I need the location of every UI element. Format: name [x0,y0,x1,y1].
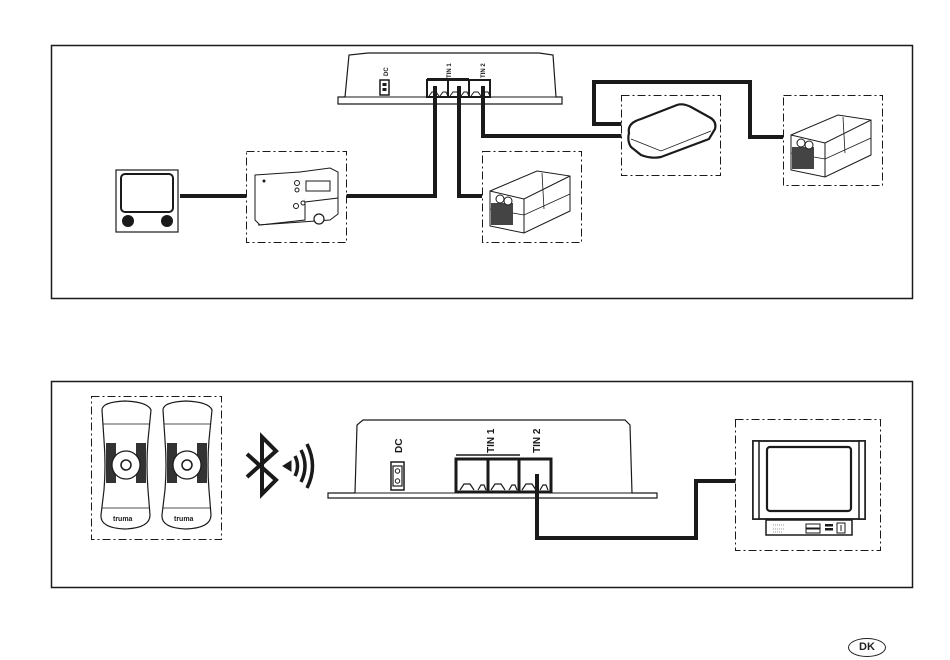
control-unit-bottom: DC TIN 1 TIN 2 [327,419,658,499]
dc-label: DC [394,439,405,453]
bluetooth-icon [245,432,315,499]
cable-tin1-heater [346,86,437,198]
tin1-label: TIN 1 [486,428,497,453]
tin1-label: TIN 1 [447,63,453,78]
dc-port [379,79,390,96]
tin2-label: TIN 2 [481,63,487,78]
cables-top [180,80,783,198]
bottom-diagram-panel: truma truma [50,380,914,589]
cable-tin2-roof-unit [481,86,622,138]
air-conditioner-icon-2 [783,95,883,186]
remote-control-1: truma [100,400,152,530]
control-unit-top: DC TIN 1 TIN 2 [337,52,563,105]
cable-tin1-aircon [457,86,482,198]
remote-control-2: truma [161,400,213,530]
display-panel-icon [735,419,881,551]
roof-air-conditioner-icon [621,95,721,176]
cable-tin2-display [535,474,736,540]
control-panel-icon [115,169,179,233]
top-diagram-panel: DC TIN 1 TIN 2 [50,44,914,300]
truma-logo-2: truma [174,516,194,523]
air-conditioner-icon-1 [482,151,582,243]
truma-logo-1: truma [113,516,133,523]
dc-label: DC [384,67,390,76]
cable-roof-unit-aircon [592,80,783,139]
language-badge: DK [848,638,886,657]
remote-control-icon: truma truma [91,396,222,540]
heater-icon [246,151,347,243]
tin2-label: TIN 2 [532,428,543,453]
